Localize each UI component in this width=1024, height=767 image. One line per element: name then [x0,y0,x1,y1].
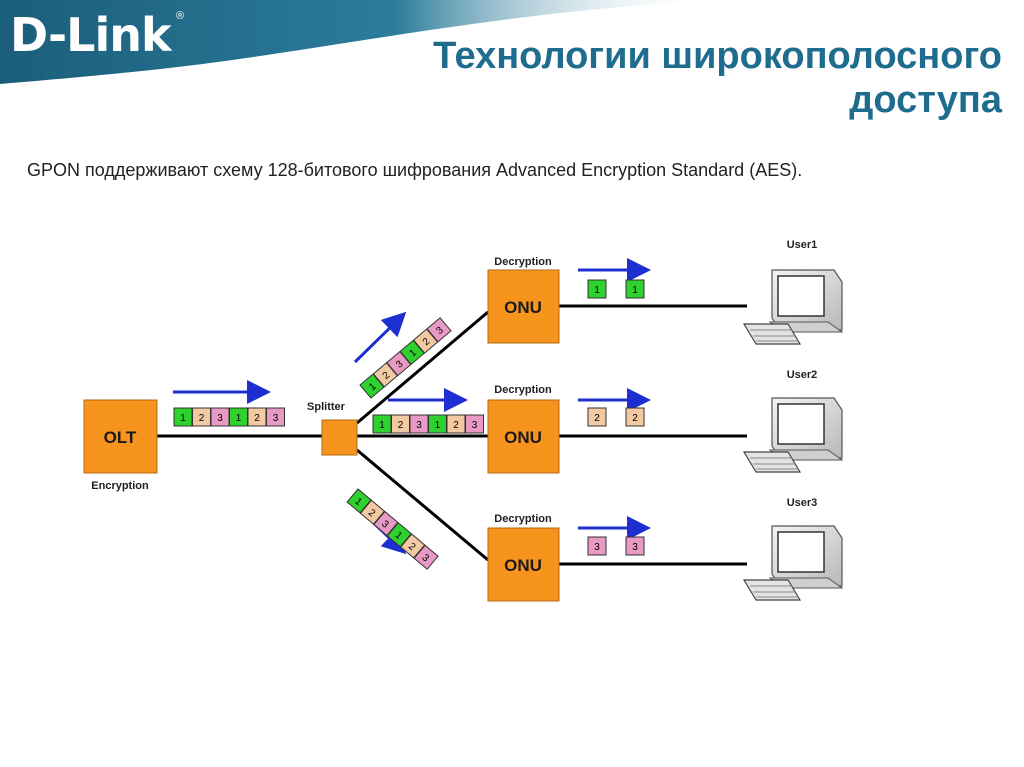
packet-cell [399,533,426,559]
packet-label: 2 [421,336,433,348]
packet-label: 1 [435,420,441,431]
packet-label: 3 [632,542,638,553]
packet-label: 1 [407,347,419,359]
fiber-splitter-onu1 [356,310,489,425]
fiber-splitter-onu3 [356,448,489,562]
packet-label: 3 [419,552,431,564]
packet-label: 3 [416,420,422,431]
user-label-1: User1 [787,239,818,251]
registered-mark: ® [176,10,185,22]
computer-icon [742,525,844,601]
onu-caption-3: Decryption [494,513,552,525]
packet-label: 2 [453,420,459,431]
onu-box-1 [487,269,560,344]
computer-icon [742,397,844,473]
packet-cell [587,279,607,299]
packet-cell [413,544,439,570]
packet-label: 1 [352,496,364,508]
packet-label: 3 [472,420,478,431]
computer-icon [742,269,844,345]
olt-box [83,399,158,474]
user-label-3: User3 [787,497,818,509]
packet-label: 2 [406,541,418,553]
packet-cell [465,414,484,434]
packet-label: 3 [273,413,279,424]
page-title: Технологии широкополосного доступа [322,34,1002,122]
title-line-2: доступа [849,79,1002,121]
splitter-label: Splitter [307,401,346,413]
packet-label: 2 [366,507,378,519]
packet-label: 2 [199,413,205,424]
packet-label: 2 [254,413,260,424]
user-label-2: User2 [787,369,818,381]
packet-train-olt: 1 2 3 1 2 3 [173,407,285,427]
packet-cell [426,317,452,343]
onu-box-2 [487,399,560,474]
olt-label: OLT [104,428,137,447]
packet-cell [412,328,439,354]
olt-caption: Encryption [91,480,149,492]
packet-label: 1 [594,285,600,296]
packet-cell [587,407,607,427]
packet-label: 2 [632,413,638,424]
packet-train-branch-2: 1 2 3 1 2 3 [372,414,484,434]
packet-cell [373,510,399,537]
dlink-logo: D-Link [10,8,172,62]
packet-cell [266,407,285,427]
packet-label: 1 [180,413,186,424]
packet-label: 1 [367,381,379,393]
packet-label: 3 [379,519,391,531]
packet-label: 2 [381,370,393,382]
logo-band [0,0,720,84]
packet-label: 2 [398,420,404,431]
packet-cell [625,536,645,556]
title-line-1: Технологии широкополосного [433,35,1002,77]
onu-box-3 [487,527,560,602]
packet-label: 3 [594,542,600,553]
onu-caption-1: Decryption [494,256,552,268]
packet-cell [587,536,607,556]
packet-label: 1 [236,413,242,424]
packet-label: 3 [217,413,223,424]
packet-label: 1 [632,285,638,296]
arrow-branch-1 [353,311,407,364]
packet-label: 3 [394,358,406,370]
packet-label: 1 [379,420,385,431]
splitter-box [321,419,358,456]
packet-label: 3 [434,325,446,337]
onu-caption-2: Decryption [494,384,552,396]
packet-cell [625,407,645,427]
onu-label-2: ONU [504,428,542,447]
onu-label-3: ONU [504,556,542,575]
subtitle-text: GPON поддерживают схему 128-битового шиф… [27,160,803,180]
packet-label: 2 [594,413,600,424]
packet-cell [625,279,645,299]
packet-cell [386,350,412,377]
packet-label: 1 [393,530,405,542]
onu-label-1: ONU [504,298,542,317]
